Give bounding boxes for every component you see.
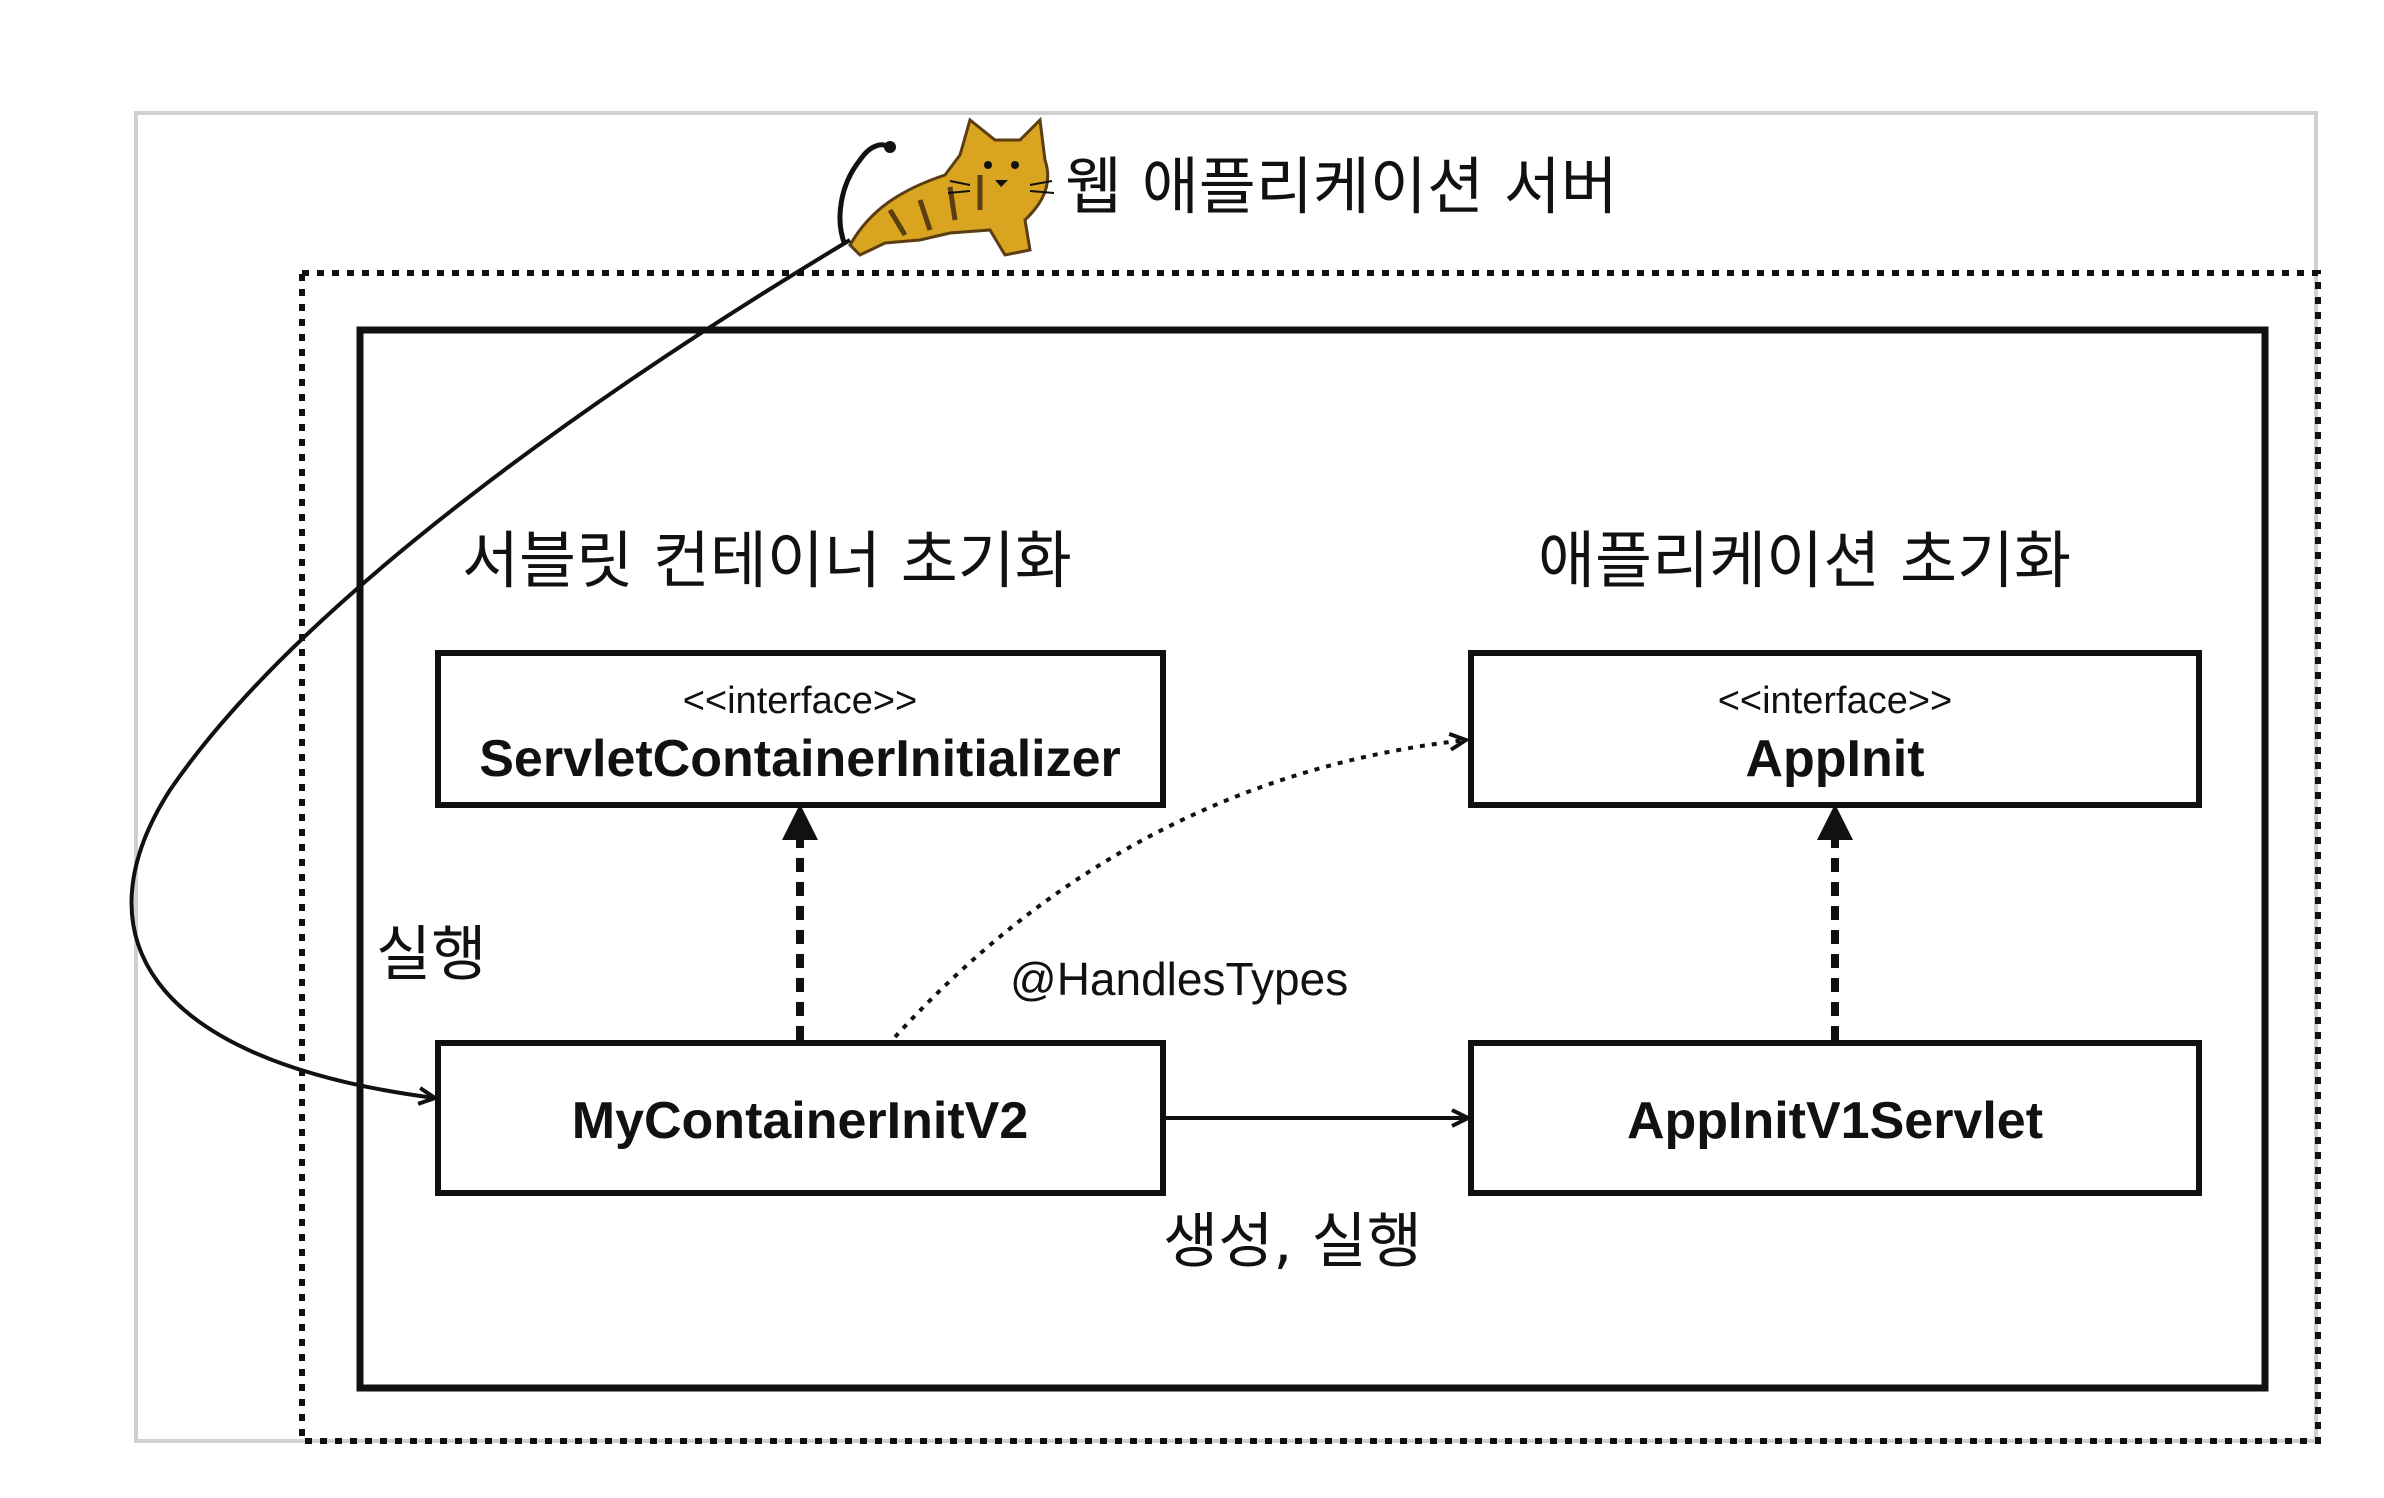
servlet-container-initializer-box: <<interface>> ServletContainerInitialize…: [435, 650, 1166, 808]
execute-label: 실행: [376, 920, 486, 990]
server-title: 웹 애플리케이션 서버: [1065, 150, 1618, 223]
execute-arrow: [129, 238, 852, 1098]
app-init-heading: 애플리케이션 초기화: [1538, 524, 2071, 597]
app-init-servlet-box: AppInitV1Servlet: [1468, 1040, 2202, 1196]
my-container-init-name: MyContainerInitV2: [572, 1092, 1029, 1150]
application-frame: [356, 326, 2269, 1392]
servlet-container-init-heading: 서블릿 컨테이너 초기화: [462, 524, 1072, 597]
app-init-box: <<interface>> AppInit: [1468, 650, 2202, 808]
app-init-name: AppInit: [1745, 730, 1924, 788]
handles-types-arrow: [893, 740, 1466, 1039]
create-execute-label: 생성, 실행: [1163, 1207, 1422, 1277]
tomcat-icon: [837, 116, 1055, 257]
servlet-container-boundary: [299, 270, 2321, 1444]
servlet-container-initializer-name: ServletContainerInitializer: [479, 730, 1121, 788]
app-init-servlet-name: AppInitV1Servlet: [1627, 1092, 2043, 1150]
handles-types-label: @HandlesTypes: [1010, 953, 1348, 1005]
app-init-stereotype: <<interface>>: [1718, 680, 1953, 722]
my-container-init-box: MyContainerInitV2: [435, 1040, 1166, 1196]
servlet-container-initializer-stereotype: <<interface>>: [683, 680, 918, 722]
